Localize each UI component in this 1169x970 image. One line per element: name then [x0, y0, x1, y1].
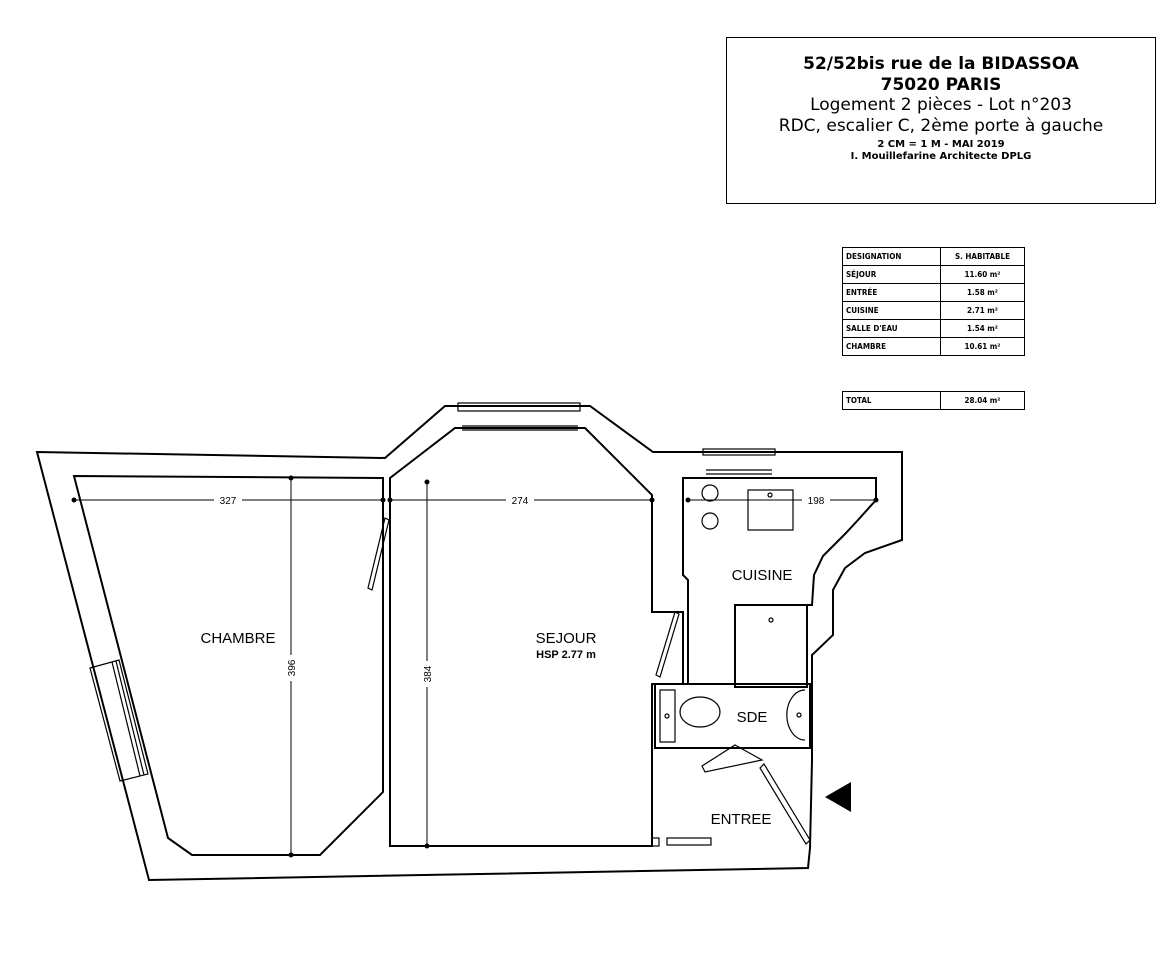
room-label-sejour: SEJOUR: [536, 630, 597, 647]
doors: [367, 517, 811, 845]
city-line: 75020 PARIS: [880, 74, 1002, 95]
floor-line: RDC, escalier C, 2ème porte à gauche: [778, 116, 1104, 137]
dimension-chambre-width: 327: [220, 496, 237, 507]
dimension-sejour-depth: 384: [423, 665, 434, 682]
bathroom-fixtures: [654, 604, 811, 749]
title-block: 52/52bis rue de la BIDASSOA 75020 PARIS …: [726, 37, 1156, 204]
room-label-cuisine: CUISINE: [732, 567, 793, 584]
radiator: [651, 837, 712, 847]
table-row: SALLE D'EAU 1.54 m²: [842, 319, 1025, 338]
total-area: 28.04 m²: [940, 391, 1025, 410]
table-row: CHAMBRE 10.61 m²: [842, 337, 1025, 356]
room-label-entree: ENTREE: [711, 811, 772, 828]
dimension-chambre-depth: 396: [287, 659, 298, 676]
room-label-chambre: CHAMBRE: [200, 630, 275, 647]
room-label-sde: SDE: [737, 709, 768, 726]
entrance-arrow-icon: [825, 782, 851, 812]
room-area: 10.61 m²: [940, 337, 1025, 356]
room-name: CHAMBRE: [842, 337, 941, 356]
dimension-sejour-width: 274: [512, 496, 529, 507]
window-chambre: [89, 659, 149, 782]
area-table: DESIGNATION S. HABITABLE SÉJOUR 11.60 m²…: [842, 247, 1025, 356]
address-line: 52/52bis rue de la BIDASSOA: [803, 54, 1079, 74]
outer-walls: [35, 405, 903, 882]
window-sejour: [457, 402, 581, 431]
window-cuisine: [702, 448, 776, 475]
total-table: TOTAL 28.04 m²: [842, 391, 1025, 410]
dimension-lines: [71, 475, 879, 858]
room-height-sejour: HSP 2.77 m: [536, 649, 596, 661]
total-row: TOTAL 28.04 m²: [842, 391, 1025, 410]
kitchen-fixtures: [701, 484, 794, 531]
lot-line: Logement 2 pièces - Lot n°203: [810, 95, 1072, 116]
dimension-cuisine-width: 198: [808, 496, 825, 507]
scale-date-line: 2 CM = 1 M - MAI 2019: [877, 138, 1005, 150]
table-row: SÉJOUR 11.60 m²: [842, 265, 1025, 284]
architect-line: I. Mouillefarine Architecte DPLG: [850, 151, 1032, 163]
